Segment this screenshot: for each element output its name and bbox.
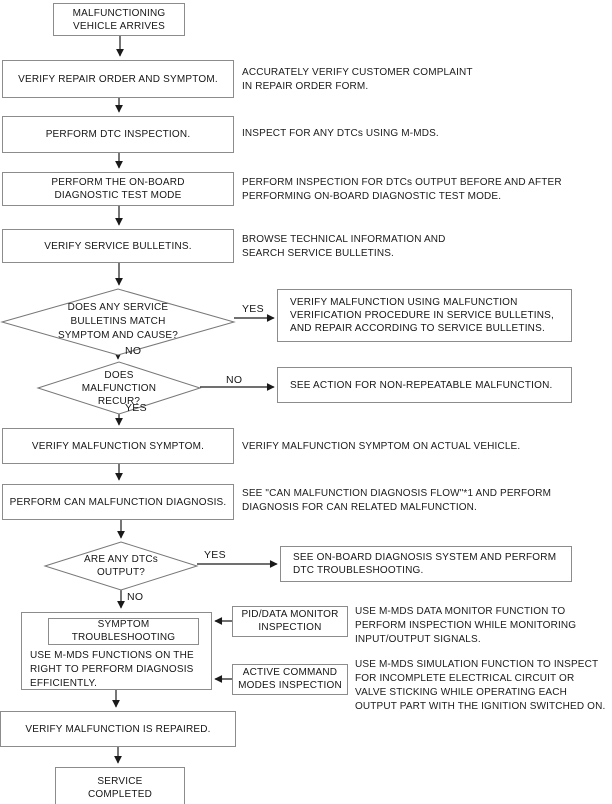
decision-dtcs-output-shape xyxy=(43,541,199,591)
process-box-verify-symptom: VERIFY MALFUNCTION SYMPTOM. xyxy=(2,428,234,464)
branch-label-yes: YES xyxy=(204,549,226,561)
branch-label-no: NO xyxy=(127,591,144,603)
active-command-box: ACTIVE COMMAND MODES INSPECTION xyxy=(232,664,348,695)
decision-dtcs-output-label: ARE ANY DTCs OUTPUT? xyxy=(84,553,158,579)
process-box-can-diagnosis: PERFORM CAN MALFUNCTION DIAGNOSIS. xyxy=(2,484,234,520)
branch-label-no: NO xyxy=(125,345,142,357)
process-box-onboard-test-mode: PERFORM THE ON-BOARD DIAGNOSTIC TEST MOD… xyxy=(2,172,234,206)
symptom-troubleshooting-desc: USE M-MDS FUNCTIONS ON THE RIGHT TO PERF… xyxy=(30,650,194,689)
pid-monitor-box: PID/DATA MONITOR INSPECTION xyxy=(232,606,348,637)
decision-bulletins-match-label: DOES ANY SERVICE BULLETINS MATCH SYMPTOM… xyxy=(57,302,179,341)
note-dtc: INSPECT FOR ANY DTCs USING M-MDS. xyxy=(242,128,439,139)
result-box-non-repeatable: SEE ACTION FOR NON-REPEATABLE MALFUNCTIO… xyxy=(277,367,572,403)
note-bulletins: BROWSE TECHNICAL INFORMATION AND SEARCH … xyxy=(242,234,446,259)
decision-malfunction-recur-label: DOES MALFUNCTION RECUR? xyxy=(81,369,157,407)
decision-bulletins-match-shape xyxy=(0,288,236,356)
symptom-troubleshooting-title-box: SYMPTOM TROUBLESHOOTING xyxy=(48,618,199,645)
result-box-verify-bulletins: VERIFY MALFUNCTION USING MALFUNCTION VER… xyxy=(277,289,572,342)
process-box-vehicle-arrives: MALFUNCTIONING VEHICLE ARRIVES xyxy=(53,3,185,36)
process-box-service-bulletins: VERIFY SERVICE BULLETINS. xyxy=(2,229,234,263)
note-can: SEE "CAN MALFUNCTION DIAGNOSIS FLOW"*1 A… xyxy=(242,488,552,513)
note-onboard: PERFORM INSPECTION FOR DTCs OUTPUT BEFOR… xyxy=(242,177,562,202)
branch-label-no: NO xyxy=(226,374,243,386)
branch-label-yes: YES xyxy=(242,303,264,315)
process-box-service-completed: SERVICE COMPLETED xyxy=(55,767,185,804)
note-repair-order: ACCURATELY VERIFY CUSTOMER COMPLAINT IN … xyxy=(242,67,473,92)
note-symptom: VERIFY MALFUNCTION SYMPTOM ON ACTUAL VEH… xyxy=(242,441,521,452)
decision-malfunction-recur-shape xyxy=(36,361,202,415)
process-box-dtc-inspection: PERFORM DTC INSPECTION. xyxy=(2,116,234,153)
process-box-verify-repaired: VERIFY MALFUNCTION IS REPAIRED. xyxy=(0,711,236,747)
result-box-obd-troubleshooting: SEE ON-BOARD DIAGNOSIS SYSTEM AND PERFOR… xyxy=(280,546,572,582)
process-box-verify-repair-order: VERIFY REPAIR ORDER AND SYMPTOM. xyxy=(2,60,234,98)
branch-label-yes: YES xyxy=(125,402,147,414)
note-pid: USE M-MDS DATA MONITOR FUNCTION TO PERFO… xyxy=(355,606,577,645)
note-active: USE M-MDS SIMULATION FUNCTION TO INSPECT… xyxy=(355,659,606,712)
